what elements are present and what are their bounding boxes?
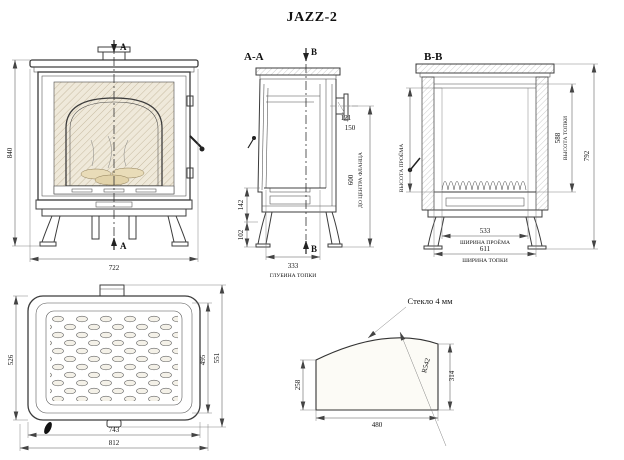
glass-width-value: 480 [372, 421, 383, 429]
dim-600: 600 ДО ЦЕНТРА ФЛАНЦА [342, 105, 374, 248]
top-view: 526 495 551 743 812 [7, 284, 226, 451]
hinge [186, 167, 194, 179]
dim-812: 812 [19, 424, 209, 451]
flange-height-value: 600 [347, 174, 355, 185]
dim-r542: R542 [399, 331, 447, 447]
handle-section [410, 157, 421, 170]
section-aa-label: A-A [244, 51, 264, 63]
door-glass-inner-line [69, 101, 159, 186]
dim-588: 588 ВЫСОТА ТОПКИ [536, 83, 576, 193]
dim-314: 314 [438, 343, 456, 411]
opening-width-value: 533 [480, 227, 491, 235]
vent-slot [71, 188, 93, 193]
depth-left-value: 526 [7, 354, 15, 365]
door-handle [189, 135, 202, 148]
dim-480: 480 [315, 410, 439, 429]
dim-743: 743 [27, 422, 201, 438]
rear-knob-top [106, 419, 122, 428]
handle-tip-top [44, 421, 52, 435]
section-line-b: B B [303, 47, 317, 254]
legs-section [423, 216, 547, 250]
section-letter-a-top: A [120, 42, 127, 52]
dim-840: 840 [6, 59, 40, 247]
dim-551: 551 [121, 284, 226, 428]
flange-dim-2-value: 150 [345, 124, 356, 132]
dim-611: 611 ШИРИНА ТОПКИ [433, 192, 537, 264]
dim-526: 526 [7, 295, 28, 421]
width-inner-value: 743 [109, 426, 120, 434]
door-handle-knob [199, 146, 205, 152]
dim-533: 533 ШИРИНА ПРОЁМА [441, 192, 529, 246]
firebox-width-value: 611 [480, 245, 491, 253]
log-sketch [94, 174, 130, 186]
width-outer-value: 812 [109, 439, 120, 447]
section-letter-a-bottom: A [120, 241, 127, 251]
grate-section [269, 187, 311, 193]
opening-height-label: ВЫСОТА ПРОЁМА [398, 144, 405, 193]
top-view-drawing [27, 284, 201, 435]
vent-slot [135, 188, 157, 193]
firebox-height-label: ВЫСОТА ТОПКИ [563, 116, 569, 160]
flange-height-label: ДО ЦЕНТРА ФЛАНЦА [358, 152, 364, 208]
dim-121-150: 121 150 [337, 101, 356, 132]
dim-333: 333 ГЛУБИНА ТОПКИ [265, 190, 321, 279]
section-line-a: A A [111, 40, 127, 251]
dim-opening-height: ВЫСОТА ПРОЁМА [398, 87, 442, 193]
glass-callout: Стекло 4 мм [408, 296, 454, 306]
depth-outer-value: 551 [213, 352, 221, 363]
top-plate-section [415, 63, 555, 74]
dim-495: 495 [192, 302, 212, 414]
legs-section [255, 211, 343, 248]
glass-outline [315, 337, 439, 411]
front-stove-drawing [29, 46, 205, 247]
glass-height-left-value: 258 [294, 379, 302, 390]
opening-width-label: ШИРИНА ПРОЁМА [460, 239, 510, 246]
plinth-section [427, 209, 543, 218]
glass-detail: Стекло 4 мм 258 314 480 R542 [294, 296, 456, 447]
left-wall-section [421, 76, 435, 211]
right-wall-section [535, 76, 549, 211]
dim-722: 722 [29, 69, 199, 272]
dim-142-value: 142 [237, 199, 245, 210]
ash-pan-section [269, 195, 311, 205]
glass-height-right-value: 314 [448, 370, 456, 381]
dim-102-value: 102 [237, 229, 245, 240]
depth-inner-value: 495 [199, 354, 207, 365]
firebox-width-label: ШИРИНА ТОПКИ [462, 258, 508, 264]
section-aa-drawing [247, 67, 358, 248]
hinge [186, 95, 194, 107]
grate-slot-pattern [50, 315, 178, 401]
dim-142-102: 142 102 [237, 187, 260, 248]
ash-drawer-section [445, 197, 525, 207]
section-letter-b-bottom: B [311, 244, 317, 254]
glass-radius-value: R542 [420, 357, 432, 374]
firebox-height-value: 588 [554, 132, 562, 143]
front-width-value: 722 [109, 264, 120, 272]
front-height-value: 840 [6, 147, 14, 158]
section-bb-view: В-В [398, 51, 598, 264]
flame-sketch [90, 135, 129, 169]
overall-height-value: 792 [583, 150, 591, 161]
flue-collar-top [99, 284, 125, 297]
recess-outline-top [45, 310, 183, 406]
legs [39, 215, 189, 247]
section-aa-view: A-A [237, 47, 374, 279]
section-bb-label: В-В [424, 51, 443, 63]
glass-callout-leader [367, 306, 407, 339]
dim-792: 792 [546, 63, 598, 250]
log-retainer-waves [441, 181, 527, 191]
top-plate-section [255, 67, 341, 76]
plate-outline-top [35, 302, 193, 414]
drawing-title: JAZZ-2 [286, 10, 338, 25]
firebox-depth-label: ГЛУБИНА ТОПКИ [270, 273, 317, 279]
flange-dim-1-value: 121 [341, 114, 352, 122]
dim-258: 258 [294, 359, 316, 411]
firebox-depth-value: 333 [288, 262, 299, 270]
front-view: A A 840 722 [6, 40, 205, 272]
section-letter-b-top: B [311, 47, 317, 57]
section-bb-drawing [407, 63, 555, 250]
